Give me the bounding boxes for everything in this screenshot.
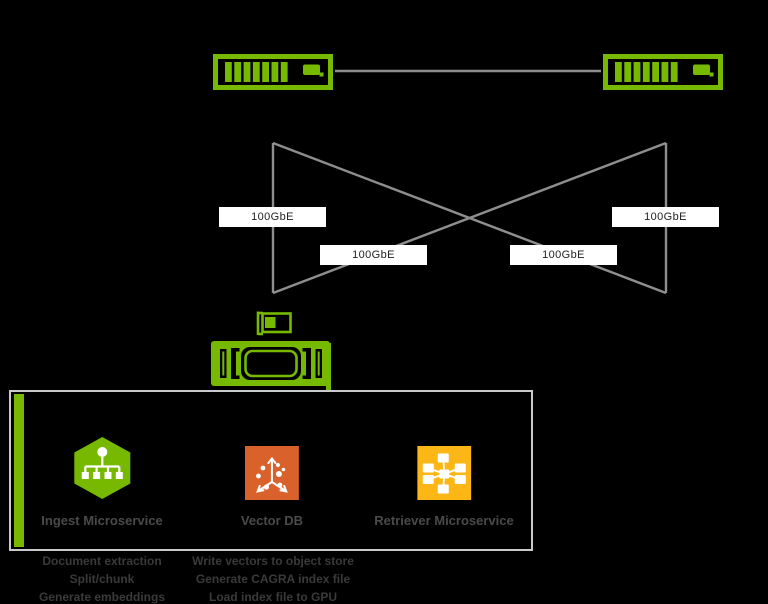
caption-line: Generate embeddings — [38, 590, 166, 604]
switch-icon-left — [213, 54, 333, 90]
link-label-center-right: 100GbE — [510, 245, 617, 265]
link-line-cross-a — [272, 141, 667, 295]
microservices-box: Ingest Microservice Vector DB Retriever … — [9, 390, 533, 551]
link-label-center-left: 100GbE — [320, 245, 427, 265]
link-label-left: 100GbE — [219, 207, 326, 227]
service-label-retriever: Retriever Microservice — [374, 513, 514, 528]
caption-line: Document extraction — [42, 554, 162, 568]
link-line-cross-b — [272, 141, 667, 295]
service-label-ingest: Ingest Microservice — [41, 513, 163, 528]
service-label-vectordb: Vector DB — [240, 513, 304, 528]
switch-icon-right — [603, 54, 723, 90]
service-retriever: Retriever Microservice — [374, 437, 514, 528]
link-label-right: 100GbE — [612, 207, 719, 227]
caption-line: Split/chunk — [69, 572, 135, 586]
nic-icon — [254, 309, 292, 338]
service-ingest: Ingest Microservice — [41, 437, 163, 528]
vector-db-icon — [245, 437, 299, 500]
caption-line: Write vectors to object store — [192, 554, 354, 568]
caption-line: Generate CAGRA index file — [195, 572, 351, 586]
retriever-microservice-icon — [417, 437, 471, 500]
caption-line: Load index file to GPU — [208, 590, 338, 604]
caption-ingest: Document extraction Split/chunk Generate… — [39, 552, 165, 604]
service-vectordb: Vector DB — [241, 437, 303, 528]
caption-vectordb: Write vectors to object store Generate C… — [192, 552, 354, 604]
green-accent-bar — [14, 394, 24, 547]
server-icon — [211, 341, 334, 390]
ingest-microservice-icon — [73, 437, 131, 500]
